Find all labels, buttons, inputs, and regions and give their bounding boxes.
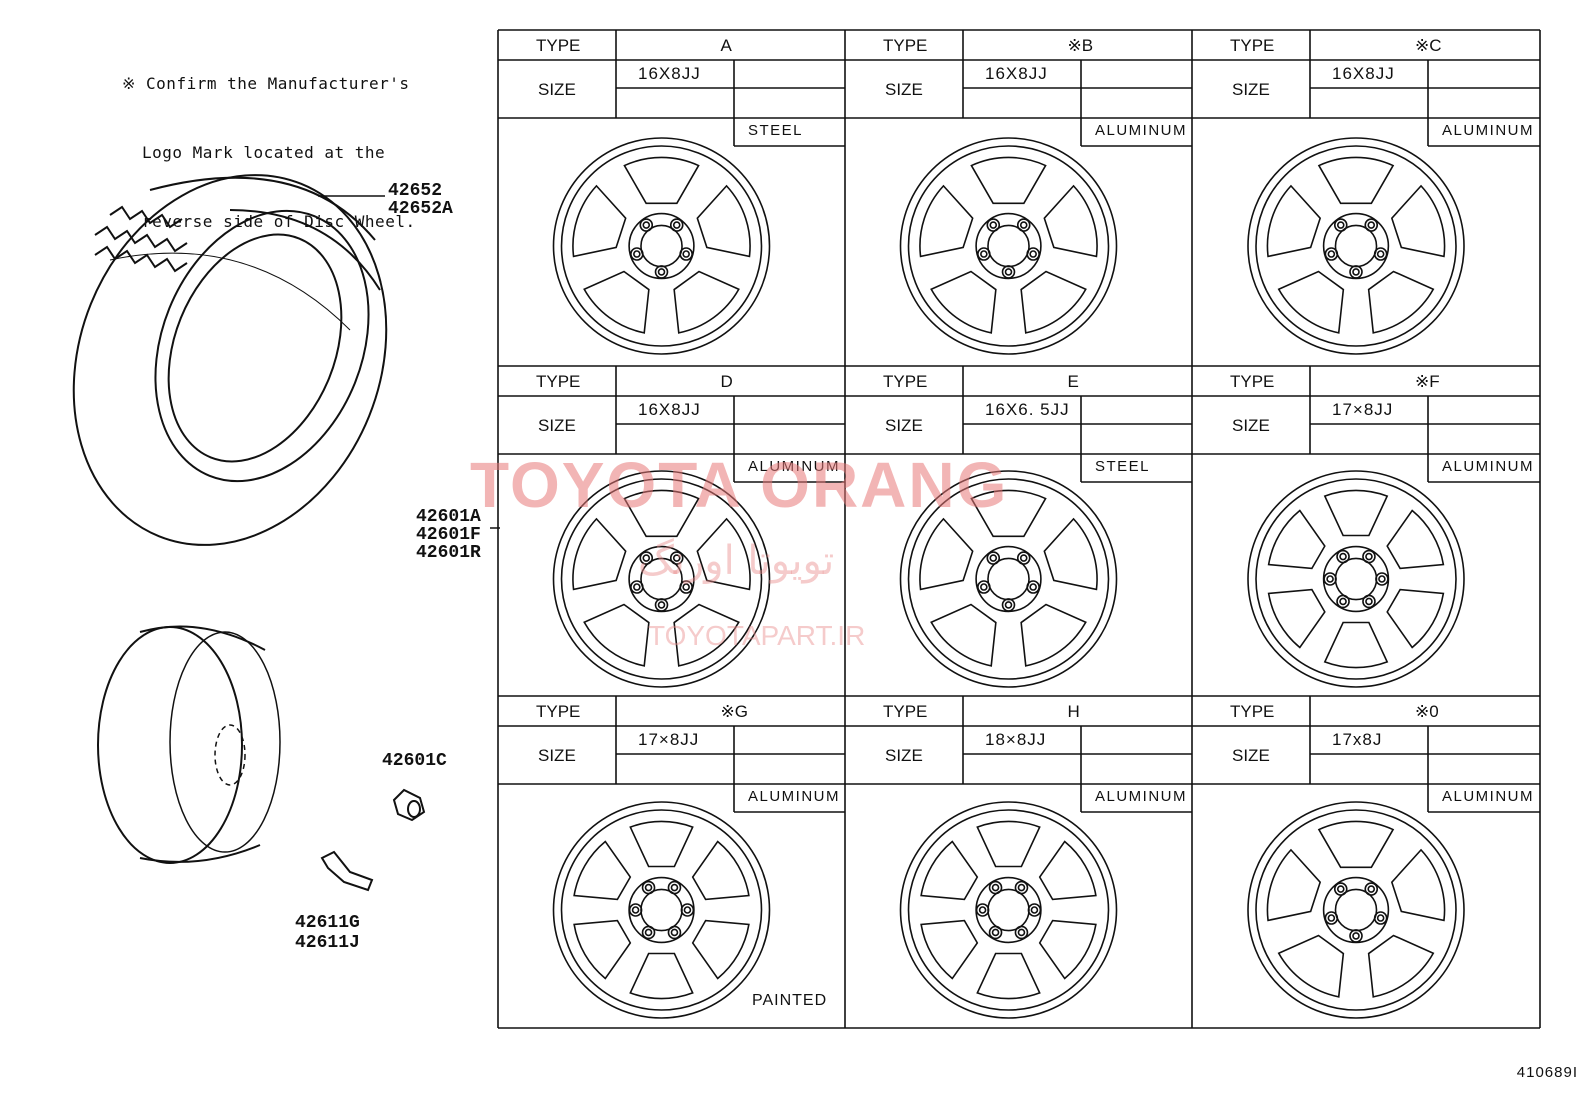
wheel-size-6: 17×8JJ xyxy=(638,730,700,749)
size-label-5: SIZE xyxy=(1232,416,1270,435)
watermark-url: TOYOTAPART.IR xyxy=(648,620,866,651)
wheel-drawing-2 xyxy=(1247,137,1465,355)
wheel-type-6: ※G xyxy=(720,702,748,721)
wheel-type-8: ※0 xyxy=(1415,702,1439,721)
wheel-material-3: ALUMINUM xyxy=(748,458,841,475)
wheel-material-1: ALUMINUM xyxy=(1095,122,1188,139)
wheel-size-5: 17×8JJ xyxy=(1332,400,1394,419)
size-label-1: SIZE xyxy=(885,80,923,99)
wheel-drawing-7 xyxy=(899,801,1118,1019)
type-label-4: TYPE xyxy=(883,372,928,391)
pn-tire-1: 42652 xyxy=(388,181,443,201)
note-line-2: Logo Mark located at the xyxy=(142,143,386,162)
valve-drawing xyxy=(320,850,374,892)
wheel-drawing-5 xyxy=(1247,470,1465,688)
size-label-0: SIZE xyxy=(538,80,576,99)
rim-drawing xyxy=(97,625,281,864)
type-label-6: TYPE xyxy=(536,702,581,721)
type-label-7: TYPE xyxy=(883,702,928,721)
size-label-3: SIZE xyxy=(538,416,576,435)
pn-nut: 42601C xyxy=(382,751,447,771)
wheel-type-3: D xyxy=(720,372,733,391)
wheel-type-5: ※F xyxy=(1415,372,1440,391)
wheel-drawing-3 xyxy=(552,470,771,688)
type-label-8: TYPE xyxy=(1230,702,1275,721)
type-label-1: TYPE xyxy=(883,36,928,55)
wheel-material-8: ALUMINUM xyxy=(1442,788,1535,805)
pn-wheel-1: 42601A xyxy=(416,507,481,527)
wheel-material-4: STEEL xyxy=(1095,458,1151,475)
size-label-6: SIZE xyxy=(538,746,576,765)
wheel-drawing-8 xyxy=(1247,801,1465,1019)
size-label-8: SIZE xyxy=(1232,746,1270,765)
pn-wheel-3: 42601R xyxy=(416,543,481,563)
wheel-type-7: H xyxy=(1067,702,1080,721)
watermark-arabic: تویوتا اورنگ xyxy=(638,538,835,584)
type-label-5: TYPE xyxy=(1230,372,1275,391)
size-label-7: SIZE xyxy=(885,746,923,765)
size-label-4: SIZE xyxy=(885,416,923,435)
wheel-type-0: A xyxy=(720,36,732,55)
wheel-type-2: ※C xyxy=(1415,36,1442,55)
wheel-material-0: STEEL xyxy=(748,122,804,139)
type-label-0: TYPE xyxy=(536,36,581,55)
wheel-type-1: ※B xyxy=(1067,36,1094,55)
wheel-size-7: 18×8JJ xyxy=(985,730,1047,749)
wheel-size-0: 16X8JJ xyxy=(638,64,701,83)
painted-label: PAINTED xyxy=(752,992,828,1009)
wheel-size-2: 16X8JJ xyxy=(1332,64,1395,83)
note-line-1: ※ Confirm the Manufacturer's xyxy=(122,74,410,93)
wheel-drawing-0 xyxy=(552,137,771,355)
diagram-code: 410689I xyxy=(1516,1064,1578,1081)
pn-wheel-2: 42601F xyxy=(416,525,481,545)
nut-drawing xyxy=(392,788,426,822)
wheel-material-7: ALUMINUM xyxy=(1095,788,1188,805)
wheel-material-6: ALUMINUM xyxy=(748,788,841,805)
size-label-2: SIZE xyxy=(1232,80,1270,99)
watermark-brand: TOYOTA ORANG xyxy=(470,449,1009,521)
wheel-size-3: 16X8JJ xyxy=(638,400,701,419)
wheel-size-1: 16X8JJ xyxy=(985,64,1048,83)
pn-valve-1: 42611G xyxy=(295,913,360,933)
wheel-drawing-1 xyxy=(899,137,1118,355)
wheel-drawing-4 xyxy=(899,470,1118,688)
pn-tire-2: 42652A xyxy=(388,199,453,219)
tire-drawing xyxy=(72,174,388,546)
type-label-3: TYPE xyxy=(536,372,581,391)
wheel-drawing-6 xyxy=(552,801,771,1019)
wheel-material-2: ALUMINUM xyxy=(1442,122,1535,139)
type-label-2: TYPE xyxy=(1230,36,1275,55)
wheel-type-4: E xyxy=(1067,372,1079,391)
wheel-size-4: 16X6. 5JJ xyxy=(985,400,1070,419)
wheel-size-8: 17x8J xyxy=(1332,730,1383,749)
pn-valve-2: 42611J xyxy=(295,933,360,953)
wheel-material-5: ALUMINUM xyxy=(1442,458,1535,475)
